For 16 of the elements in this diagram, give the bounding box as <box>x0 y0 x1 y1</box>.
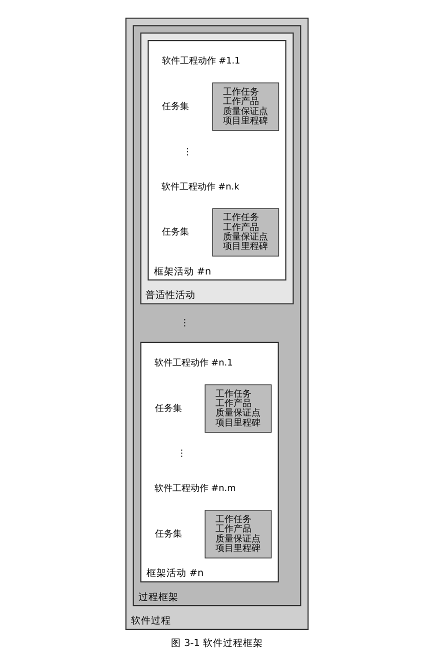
label: 软件工程动作 #n.1 <box>154 358 232 369</box>
label: 任务集 <box>154 404 182 414</box>
label: 软件工程动作 #n.m <box>154 484 236 494</box>
label: 任务集 <box>162 228 189 238</box>
label: 软件工程动作 #1.1 <box>161 56 240 67</box>
label: ⋮ <box>180 318 189 328</box>
node-box: 工作任务 工作产品 质量保证点 项目里程碑 <box>212 82 279 131</box>
node-box: 工作任务 工作产品 质量保证点 项目里程碑 <box>204 384 272 433</box>
caption: 图 3-1 软件过程框架 <box>170 638 262 650</box>
node-box: 工作任务 工作产品 质量保证点 项目里程碑 <box>212 208 279 257</box>
label: ⋮ <box>176 449 186 460</box>
label: ⋮ <box>182 147 192 158</box>
node-box: 工作任务 工作产品 质量保证点 项目里程碑 <box>204 510 272 558</box>
label: 软件工程动作 #n.k <box>160 182 239 192</box>
label: 任务集 <box>162 102 189 112</box>
label: 任务集 <box>154 530 182 540</box>
